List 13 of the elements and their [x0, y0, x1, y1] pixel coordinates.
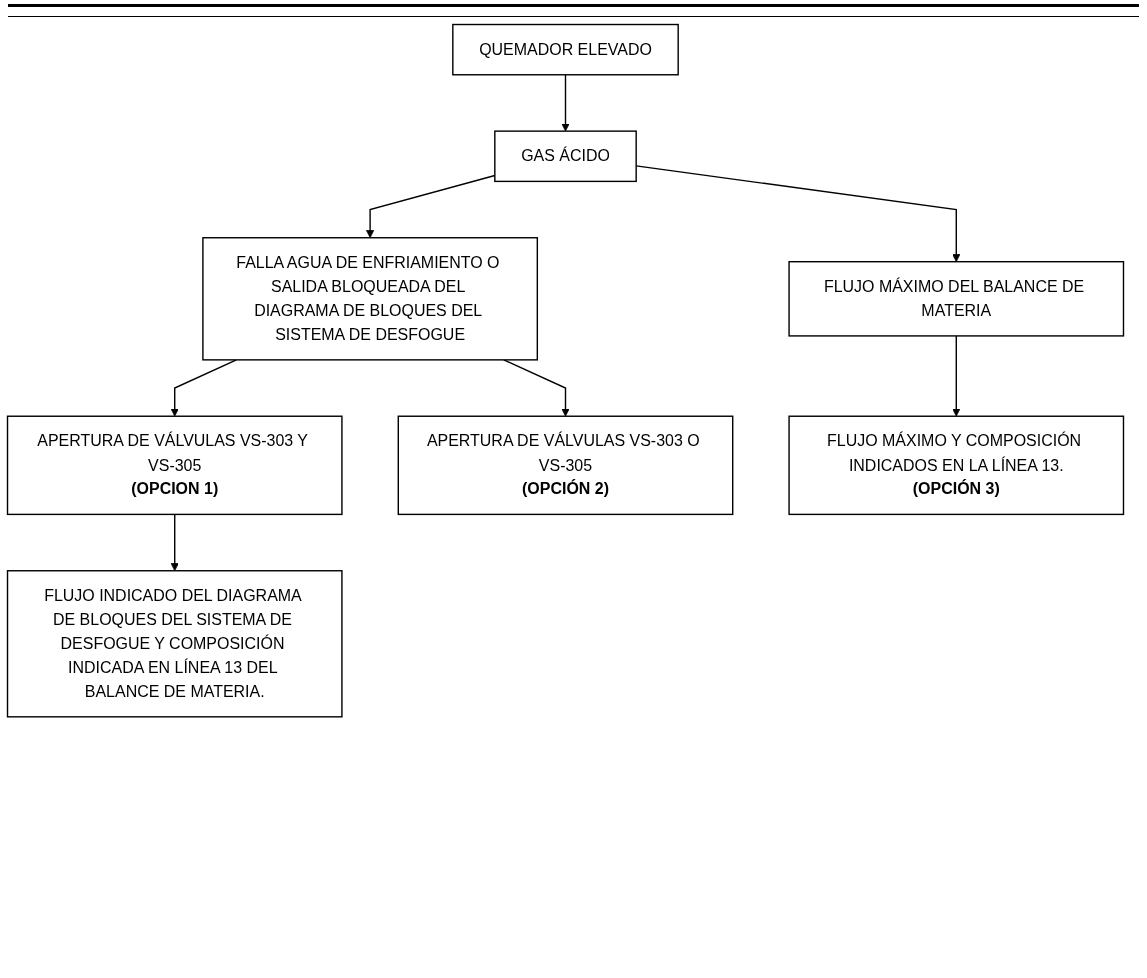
node-box: FLUJO MÁXIMO DEL BALANCE DE MATERIA — [788, 261, 1125, 337]
arrow — [170, 359, 238, 417]
node-box: QUEMADOR ELEVADO — [452, 23, 679, 76]
arrow — [561, 74, 570, 132]
arrow — [503, 359, 570, 417]
node-box: FLUJO MÁXIMO Y COMPOSICIÓN INDICADOS EN LA LÍNEA 13. (OPCIÓN 3) — [788, 415, 1125, 516]
node-box: GAS ÁCIDO — [494, 130, 637, 183]
node-box: FLUJO INDICADO DEL DIAGRAMA DE BLOQUES DEL SISTEMA DE DESFOGUE Y COMPOSICIÓN INDICADA EN LÍNEA 13 DEL BALANCE DE MATERIA. — [6, 570, 343, 718]
arrow — [170, 513, 179, 572]
node-box: APERTURA DE VÁLVULAS VS-303 Y VS-305 (OPCION 1) — [6, 415, 343, 516]
node-box: FALLA AGUA DE ENFRIAMIENTO O SALIDA BLOQUEADA DEL DIAGRAMA DE BLOQUES DEL SISTEMA DE DESFOGUE — [202, 237, 539, 361]
node-box: APERTURA DE VÁLVULAS VS-303 O VS-305 (OPCIÓN 2) — [397, 415, 734, 516]
arrow — [952, 335, 961, 417]
